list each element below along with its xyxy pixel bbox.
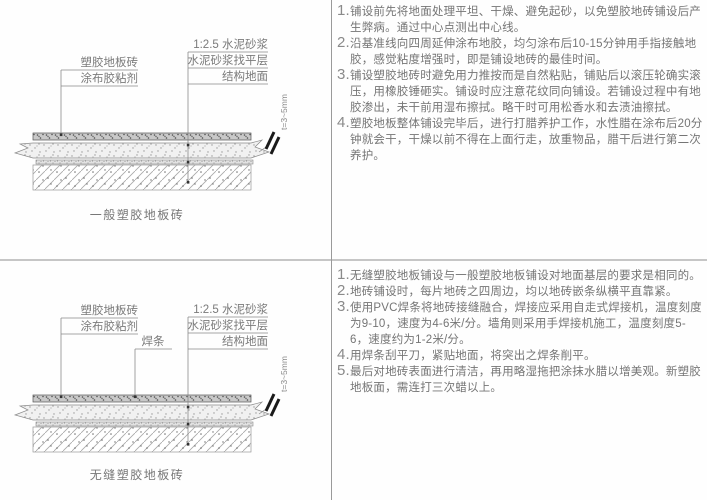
notes-general-tile: 1.铺设前先将地面处理平坦、干燥、避免起砂，以免塑胶地砖铺设后产生弊病。通过中心… [337,2,703,164]
note-text: 用焊条刮平刀，紧贴地面，将突出之焊条削平。 [350,350,596,362]
note-number: 3. [337,298,350,315]
label-thickness: t=3~5mm [279,356,289,392]
note-item: 3.使用PVC焊条将地砖接缝融合，焊接应采用自走式焊接机，温度刻度为9-10，速… [337,298,703,348]
note-text: 最后对地砖表面进行清洁，再用略湿拖把涂抹水腊以增美观。新塑胶地板面，需连打三次蜡… [350,366,701,394]
note-text: 地砖铺设时，每片地砖之四周边，均以地砖嵌条纵横平直靠紧。 [350,286,678,298]
drawing-general-tile-section: 塑胶地板砖 涂布胶粘剂 1:2.5 水泥砂浆 水泥砂浆找平层 结构地面 t=3~… [13,37,289,222]
drawing-caption-seamless: 无缝塑胶地板砖 [90,467,185,482]
label-adhesive: 涂布胶粘剂 [81,319,139,333]
note-text: 沿基准线向四周延伸涂布地胶，均匀涂布后10-15分钟用手指接触地胶，感觉粘度增强… [350,38,697,66]
leader-dots [186,143,190,184]
label-mortar-ratio: 1:2.5 水泥砂浆 [193,302,268,316]
note-item: 4.用焊条刮平刀，紧贴地面，将突出之焊条削平。 [337,346,703,364]
label-leveling: 水泥砂浆找平层 [188,53,269,67]
note-number: 1. [337,266,350,283]
horizontal-divider [0,259,707,261]
note-number: 1. [337,2,350,19]
drawing-caption-general: 一般塑胶地板砖 [90,207,185,222]
label-adhesive: 涂布胶粘剂 [81,71,139,85]
break-marks [258,131,281,155]
note-item: 5.最后对地砖表面进行清洁，再用略湿拖把涂抹水腊以增美观。新塑胶地板面，需连打三… [337,362,703,396]
note-number: 5. [337,362,350,379]
leader-dot [59,133,63,137]
label-structure: 结构地面 [222,334,268,348]
note-text: 铺设前先将地面处理平坦、干燥、避免起砂，以免塑胶地砖铺设后产生弊病。通过中心点测… [350,6,701,34]
note-item: 2.地砖铺设时，每片地砖之四周边，均以地砖嵌条纵横平直靠紧。 [337,282,703,300]
mortar-layer [13,401,271,421]
tile-layer [32,132,252,141]
note-item: 4.塑胶地板整体铺设完毕后，进行打腊养护工作，水性腊在涂布后20分钟就会干，干燥… [337,114,703,164]
leader-left [60,69,138,134]
section-layers [13,132,271,191]
note-text: 无缝塑胶地板铺设与一般塑胶地板铺设对地面基层的要求是相同的。 [350,270,701,282]
section-layers [13,394,271,453]
structure-layer-dots [33,165,251,190]
note-item: 1.无缝塑胶地板铺设与一般塑胶地板铺设对地面基层的要求是相同的。 [337,266,703,284]
mortar-layer [13,139,271,159]
note-item: 2.沿基准线向四周延伸涂布地胶，均匀涂布后10-15分钟用手指接触地胶，感觉粘度… [337,34,703,68]
note-text: 使用PVC焊条将地砖接缝融合，焊接应采用自走式焊接机，温度刻度为9-10，速度为… [350,302,702,346]
leader-left [60,317,138,396]
notes-seamless-tile: 1.无缝塑胶地板铺设与一般塑胶地板铺设对地面基层的要求是相同的。 2.地砖铺设时… [337,266,703,396]
note-item: 1.铺设前先将地面处理平坦、干燥、避免起砂，以免塑胶地砖铺设后产生弊病。通过中心… [337,2,703,36]
leader-dots [186,405,190,446]
label-tile: 塑胶地板砖 [81,55,139,69]
label-weld-rod: 焊条 [142,334,165,348]
label-tile: 塑胶地板砖 [81,303,139,317]
leader-dot [133,395,137,399]
note-text: 塑胶地板整体铺设完毕后，进行打腊养护工作，水性腊在涂布后20分钟就会干，干燥以前… [350,118,703,162]
label-structure: 结构地面 [222,69,268,83]
note-item: 3.铺设塑胶地砖时避免用力推按而是自然粘贴，铺贴后以滚压轮确实滚压，用橡胶锤砸实… [337,66,703,116]
note-number: 3. [337,66,350,83]
tile-layer [32,394,252,403]
fine-screed-layer [35,159,254,165]
note-number: 4. [337,346,350,363]
note-number: 2. [337,34,350,51]
drawing-seamless-tile-section: 塑胶地板砖 涂布胶粘剂 焊条 1:2.5 水泥砂浆 水泥砂浆找平层 结构地面 [13,302,289,482]
break-marks [258,393,281,417]
leader-dot [59,395,63,399]
fine-screed-layer [35,421,254,427]
leader-weld [134,348,172,396]
label-leveling: 水泥砂浆找平层 [188,318,269,332]
note-number: 2. [337,282,350,299]
label-mortar-ratio: 1:2.5 水泥砂浆 [193,37,268,51]
structure-layer-dots [33,427,251,452]
note-number: 4. [337,114,350,131]
label-thickness: t=3~5mm [279,94,289,130]
note-text: 铺设塑胶地砖时避免用力推按而是自然粘贴，铺贴后以滚压轮确实滚压，用橡胶锤砸实。铺… [350,70,701,114]
vertical-divider [331,0,332,500]
